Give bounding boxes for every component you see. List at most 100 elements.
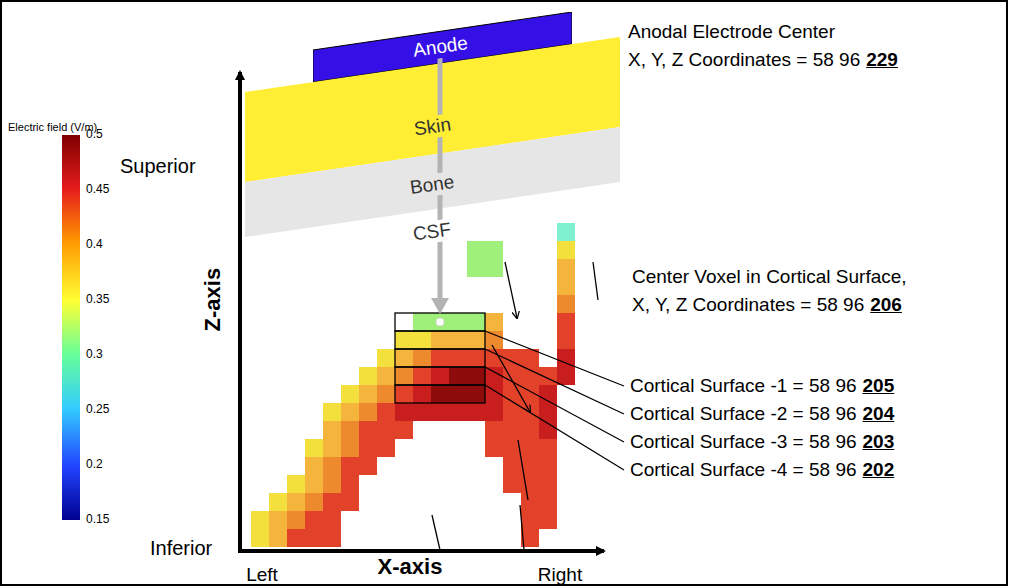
voxel [269,511,287,529]
coordinate-value: 229 [866,49,898,71]
direction-label: Inferior [150,537,212,560]
voxel [377,385,395,403]
voxel [413,349,431,367]
voxel [251,529,269,547]
voxel [413,385,431,403]
voxel [359,421,377,439]
voxel [269,529,287,547]
coordinate-text: X, Y, Z Coordinates = 58 96 [628,49,860,71]
tick-label: 0.35 [86,293,109,307]
voxel [539,439,557,457]
voxel [305,493,323,511]
voxel [395,349,413,367]
voxel [485,367,503,385]
voxel [431,403,449,421]
colorbar-title: Electric field (V/m) [8,121,97,134]
tick-label: 0.4 [86,238,103,252]
layer-text: Cortical Surface -2 = 58 96 [630,403,857,425]
voxel [539,403,557,421]
voxel [557,349,575,367]
voxel [557,331,575,349]
tick-label: 0.2 [86,458,103,472]
voxel [305,511,323,529]
voxel [449,313,467,331]
voxel [485,259,503,277]
voxel [503,475,521,493]
voxel [557,241,575,259]
voxel [377,421,395,439]
field-vectors [432,262,598,550]
layer-value: 203 [863,431,895,453]
voxel [305,439,323,457]
voxel [467,259,485,277]
voxel [503,457,521,475]
voxel [323,457,341,475]
voxel [557,277,575,295]
voxel [359,439,377,457]
voxel [377,439,395,457]
tick-label: 0.15 [86,513,109,527]
voxel [341,421,359,439]
voxel [467,241,485,259]
colorbar [62,135,80,520]
direction-label: Superior [120,155,196,178]
layer-value: 204 [863,403,895,425]
voxel [431,313,449,331]
voxel [557,259,575,277]
voxel [557,295,575,313]
voxel [287,529,305,547]
voxel [485,403,503,421]
voxel [341,475,359,493]
voxel [377,403,395,421]
voxel [485,241,503,259]
voxel [413,367,431,385]
voxel [467,403,485,421]
voxel [395,421,413,439]
voxel [395,367,413,385]
x-axis-line [238,549,604,553]
voxel [503,421,521,439]
voxel [431,331,449,349]
voxel [539,475,557,493]
voxel-outlines [395,313,485,403]
axis-title: Z-axis [200,268,225,332]
voxel [557,367,575,385]
voxel [467,313,485,331]
voxel [305,529,323,547]
voxel [323,493,341,511]
layer-value: 205 [863,375,895,397]
tick-label: 0.5 [86,128,103,142]
tick-label: 0.3 [86,348,103,362]
axis-title: X-axis [378,554,443,579]
tick-label: 0.45 [86,183,109,197]
voxel [341,403,359,421]
tissue-label: CSF [409,218,456,246]
voxel [359,457,377,475]
voxel [341,457,359,475]
voxel [431,385,449,403]
voxel [359,403,377,421]
voxel [377,349,395,367]
voxel [287,493,305,511]
voxel [269,493,287,511]
leader-lines [485,331,624,470]
voxel [431,367,449,385]
voxel [431,349,449,367]
voxel [449,403,467,421]
layer-text: Cortical Surface -4 = 58 96 [630,459,857,481]
tick-label: 0.25 [86,403,109,417]
voxel [341,493,359,511]
voxel [323,529,341,547]
voxel [485,349,503,367]
voxel [485,331,503,349]
voxel [449,385,467,403]
voxel [539,511,557,529]
info-heading: Anodal Electrode Center [628,21,835,43]
voxel [557,313,575,331]
voxel [287,511,305,529]
voxel [287,475,305,493]
voxel [485,313,503,331]
voxel [467,385,485,403]
voxel [323,511,341,529]
